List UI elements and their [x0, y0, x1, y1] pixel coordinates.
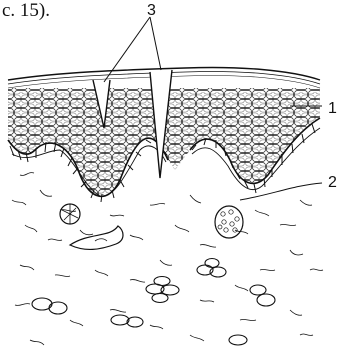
- label-dermis: 2: [328, 175, 337, 191]
- label-folds: 3: [147, 3, 156, 19]
- dermis-fibers: [12, 173, 323, 345]
- label-epidermis: 1: [328, 101, 337, 117]
- dermis-structures: [32, 204, 275, 345]
